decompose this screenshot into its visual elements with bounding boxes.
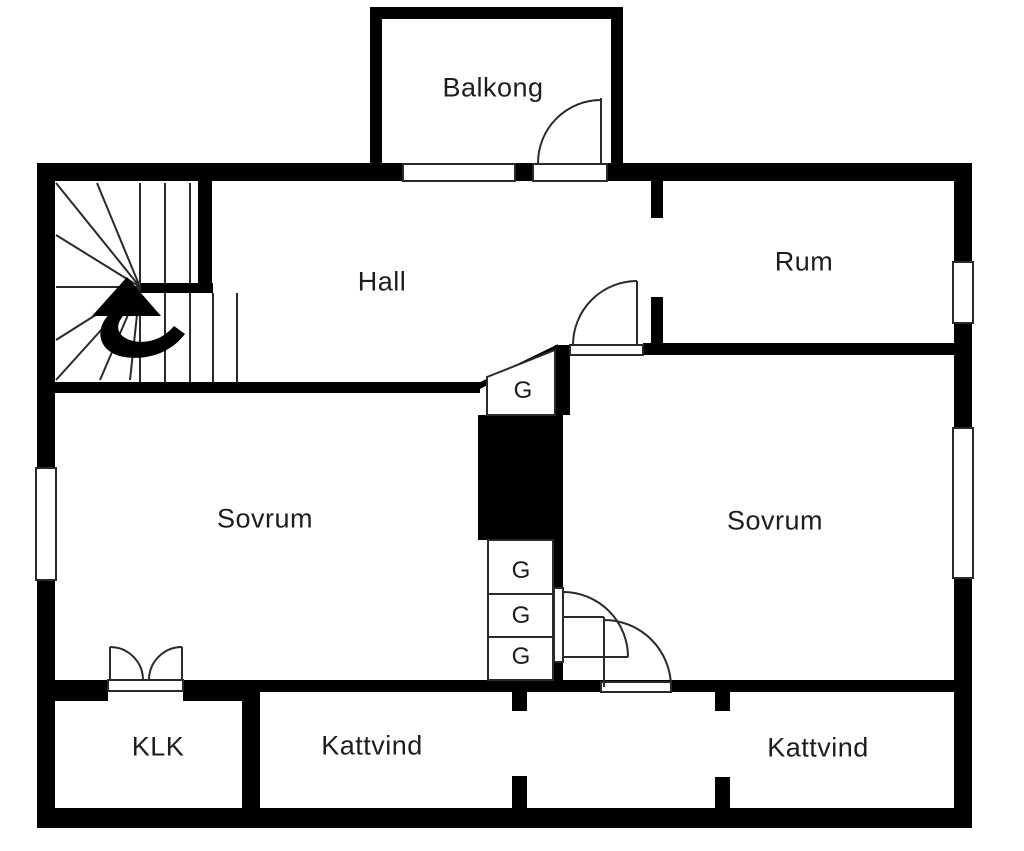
door-klk-double bbox=[109, 646, 183, 681]
wall-kattvind-div2-bottom bbox=[715, 777, 730, 808]
balcony-wall-left bbox=[370, 7, 382, 165]
closet-label-g-stack-3: G bbox=[511, 643, 531, 670]
closet-label-g-hall: G bbox=[513, 377, 533, 404]
outer-walls bbox=[37, 163, 972, 828]
closet-label-g-stack-2: G bbox=[511, 602, 531, 629]
opening-balcony-door bbox=[532, 163, 608, 182]
closet-stack-dividers bbox=[488, 593, 553, 638]
balcony-wall-right bbox=[611, 7, 623, 165]
balcony-walls bbox=[370, 7, 623, 165]
shaft-block bbox=[478, 415, 563, 540]
door-balcony bbox=[537, 98, 602, 164]
stair-treads-upper bbox=[139, 183, 191, 283]
wall-kattvind-div1-bottom bbox=[512, 776, 527, 808]
wall-klk-right bbox=[242, 692, 260, 808]
stairs-up-arrow-icon bbox=[92, 277, 185, 358]
threshold-kattvind bbox=[600, 681, 672, 693]
arrow-head bbox=[92, 277, 161, 316]
window-sovrum-right bbox=[952, 427, 974, 579]
wall-stair-right bbox=[198, 181, 212, 293]
room-label-sovrum-left: Sovrum bbox=[216, 503, 314, 534]
balcony-wall-top bbox=[370, 7, 623, 19]
window-left bbox=[35, 467, 57, 581]
stair-treads-lower bbox=[139, 293, 238, 382]
wall-kattvind-div2-top bbox=[715, 692, 730, 711]
threshold-closet-stack bbox=[553, 587, 564, 663]
door-kattvind bbox=[563, 616, 672, 688]
openings bbox=[35, 163, 974, 693]
wall-bottom bbox=[37, 808, 972, 828]
threshold-klk bbox=[107, 679, 184, 692]
wall-hall-rum-stub-bottom bbox=[651, 297, 663, 343]
window-balcony bbox=[402, 163, 516, 182]
wall-hall-rum-stub-top bbox=[651, 181, 663, 218]
room-label-kattvind-right: Kattvind bbox=[767, 732, 869, 763]
closet-hall-outline bbox=[486, 348, 556, 416]
wall-hall-bottom bbox=[37, 382, 480, 393]
doors bbox=[109, 98, 672, 688]
wall-stair-winder bbox=[140, 283, 213, 293]
room-label-rum: Rum bbox=[774, 246, 834, 277]
window-rum bbox=[952, 261, 974, 324]
arrow-tail bbox=[100, 312, 185, 358]
threshold-sovrum-right bbox=[569, 344, 644, 356]
wall-klk-top-right bbox=[183, 692, 260, 701]
wall-kattvind-div1-top bbox=[512, 692, 527, 711]
wall-klk-top-left bbox=[53, 692, 108, 701]
wall-closet-corner bbox=[555, 345, 570, 415]
room-label-klk: KLK bbox=[131, 731, 185, 762]
room-label-balkong: Balkong bbox=[442, 72, 544, 103]
wall-rum-bottom bbox=[643, 343, 954, 355]
room-label-kattvind-mid: Kattvind bbox=[321, 730, 423, 761]
door-sovrum-right bbox=[572, 280, 638, 346]
room-label-hall: Hall bbox=[357, 266, 407, 297]
door-closet-stack bbox=[562, 591, 629, 658]
closet-label-g-stack-1: G bbox=[511, 557, 531, 584]
wall-band-top bbox=[37, 680, 954, 692]
room-label-sovrum-right: Sovrum bbox=[726, 505, 824, 536]
